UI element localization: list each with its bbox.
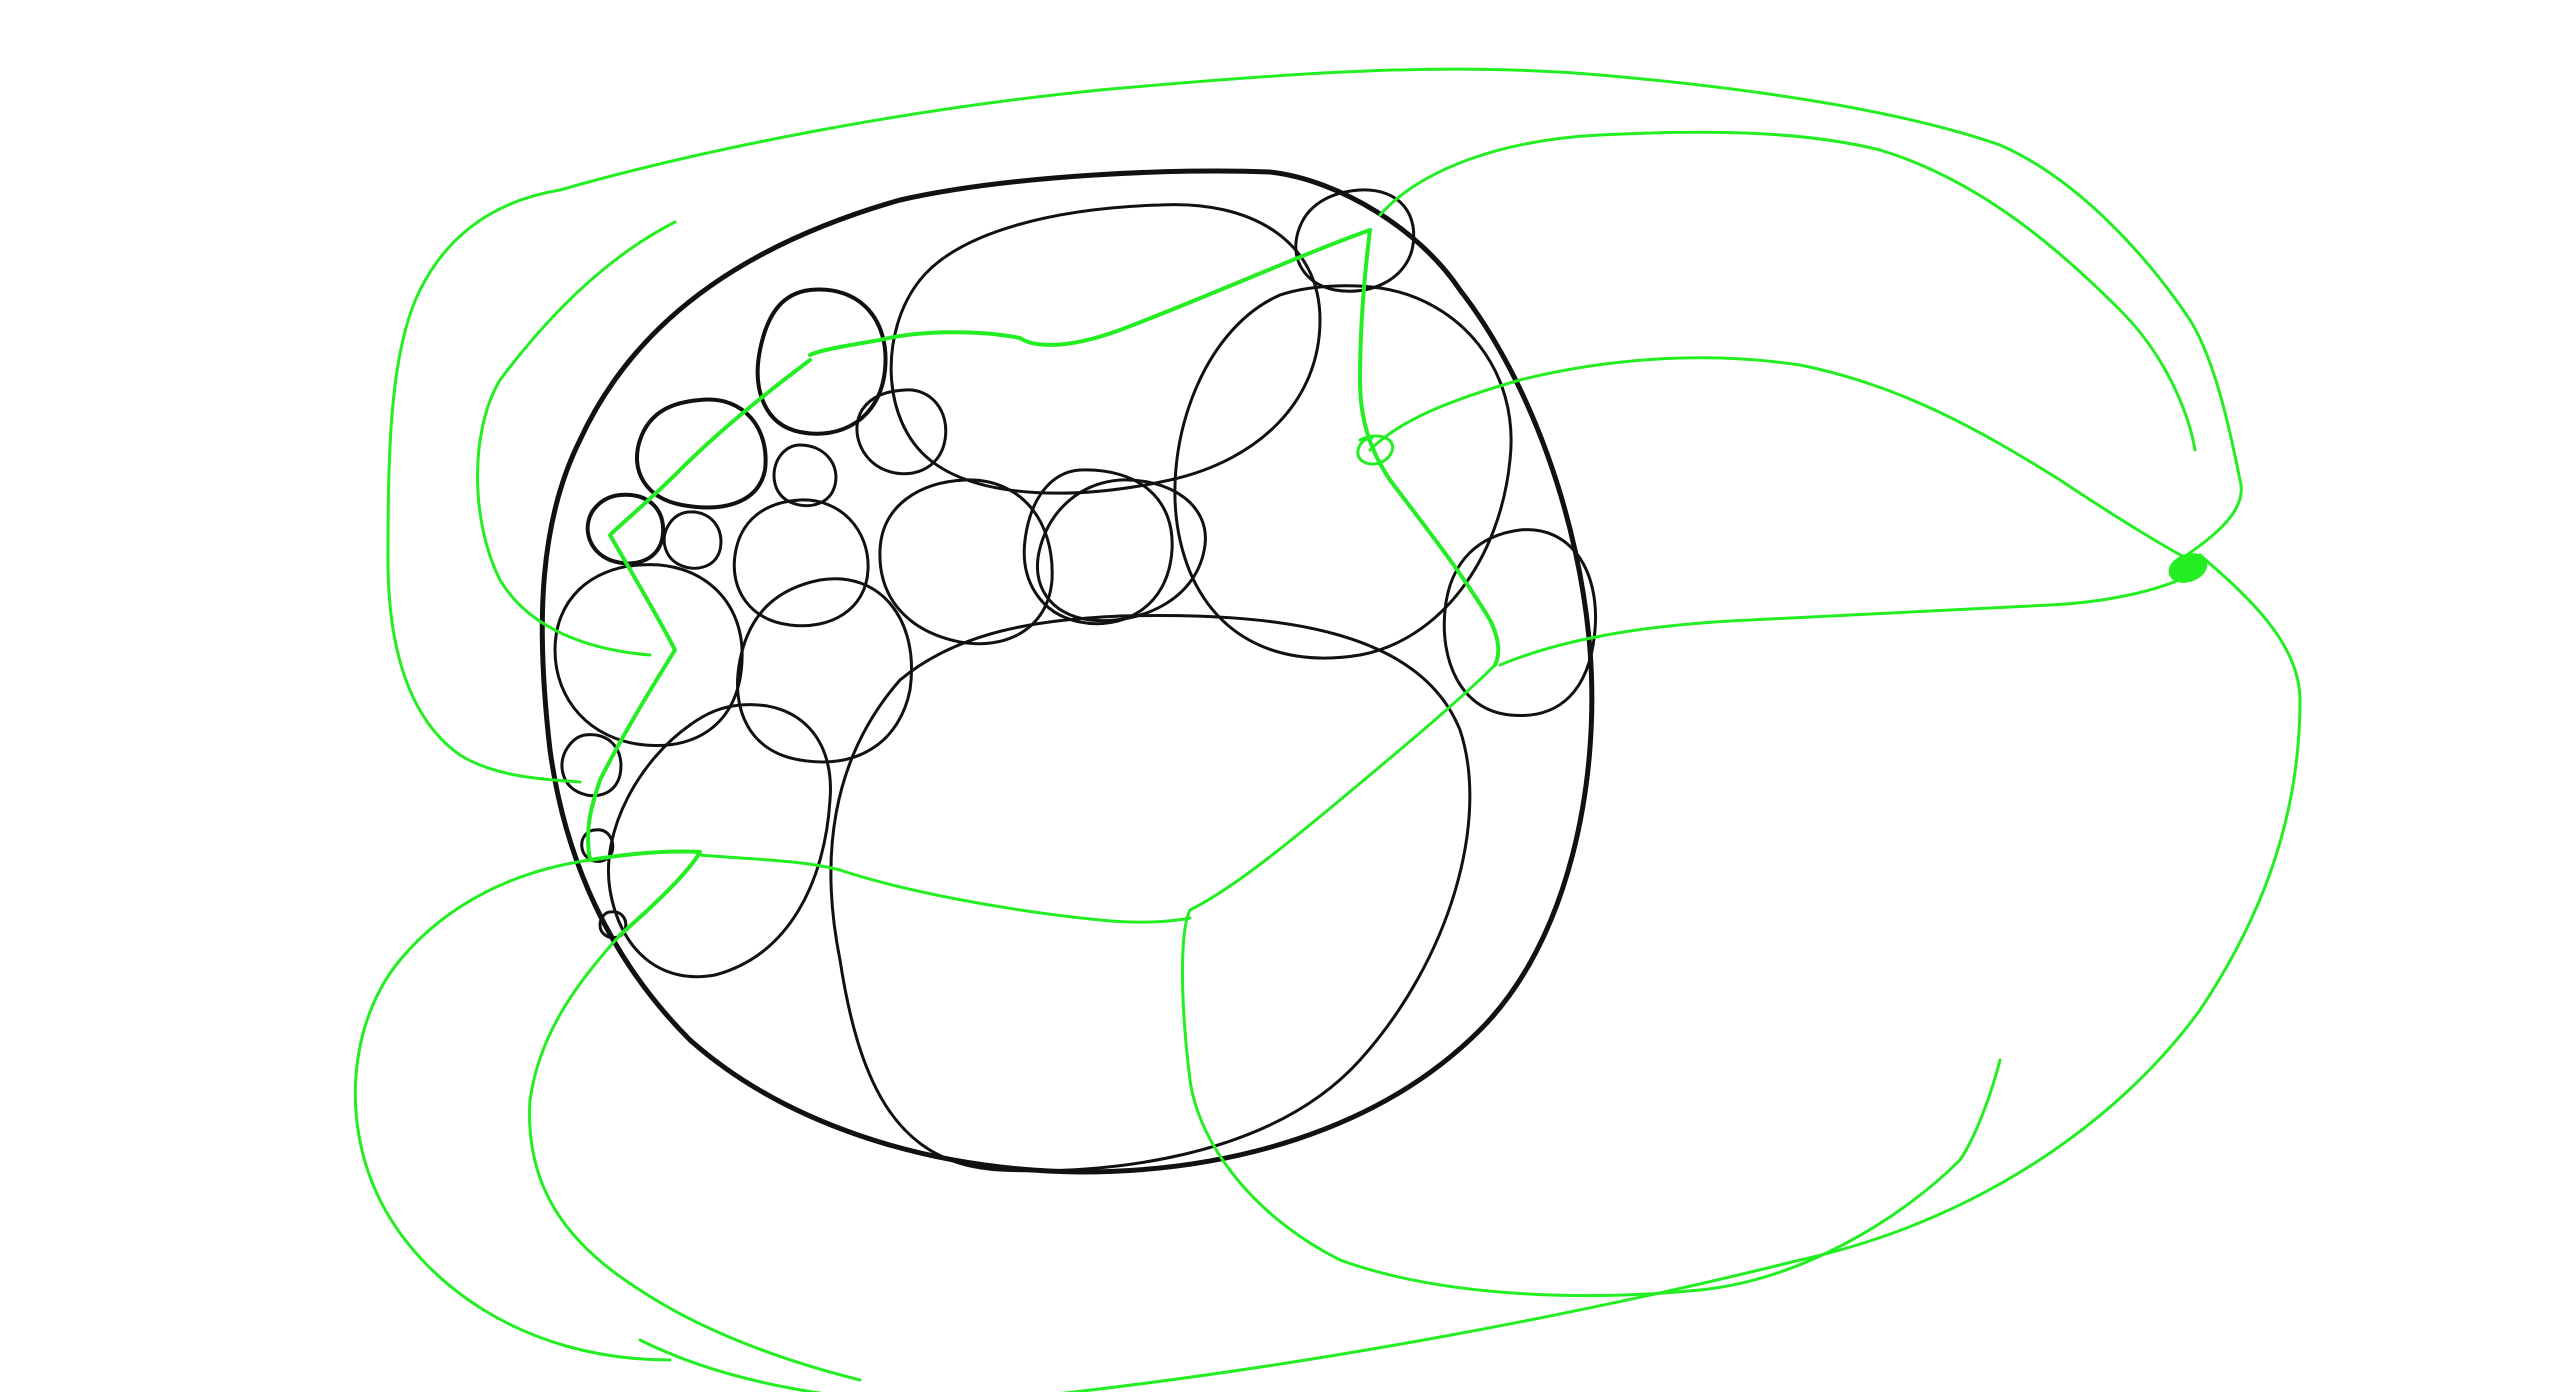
circle-lower-left [607, 703, 832, 979]
green-path-center-down [1188, 663, 1497, 912]
green-path-bottom-left-segment [588, 849, 702, 937]
circle-ul-5 [585, 492, 666, 566]
green-path-right-upper [1378, 130, 2197, 452]
green-path-left-inner [476, 220, 677, 657]
outer-circle [539, 168, 1595, 1175]
circle-left-mid [553, 563, 744, 748]
circle-right-edge [1442, 528, 1598, 718]
circle-mid-2 [1035, 478, 1207, 623]
circle-upper-middle [889, 203, 1322, 495]
circle-mid-3 [732, 498, 870, 628]
green-path-top-arc [558, 67, 2243, 562]
circle-ul-4 [772, 443, 838, 508]
green-path-lower-right [1498, 573, 2192, 667]
green-endpoint-dot [2168, 553, 2208, 583]
green-path-left-zigzag [586, 358, 812, 862]
black-sketch [539, 168, 1598, 1175]
green-path-bottom-loop [1181, 908, 2002, 1298]
circle-bl-small-1 [560, 733, 623, 798]
circle-bl-small-3 [598, 910, 628, 940]
green-paths [353, 67, 2302, 1392]
green-path-bottom-left-outer [353, 858, 672, 1362]
green-path-vertical-center [1358, 228, 1501, 667]
circle-mid-4 [736, 577, 913, 764]
circle-right-mid [1022, 468, 1174, 626]
circle-large-upper-right [1173, 284, 1513, 660]
green-path-bottom-left-inner [528, 933, 862, 1382]
circle-large-lower [829, 614, 1472, 1173]
green-loop-small [1356, 434, 1394, 466]
green-path-inner-top [808, 228, 1372, 357]
circle-ul-3 [855, 388, 948, 476]
circle-top-small [1294, 188, 1416, 293]
green-path-left-outer [386, 188, 582, 784]
circle-mid-1 [878, 478, 1054, 646]
circle-ul-1 [755, 287, 888, 436]
circle-ul-2 [635, 397, 768, 510]
green-path-mid-right [1368, 356, 2192, 562]
circle-ul-6 [662, 510, 723, 570]
green-path-lower-horizontal [698, 853, 1192, 924]
green-path-outer-right [638, 553, 2302, 1392]
